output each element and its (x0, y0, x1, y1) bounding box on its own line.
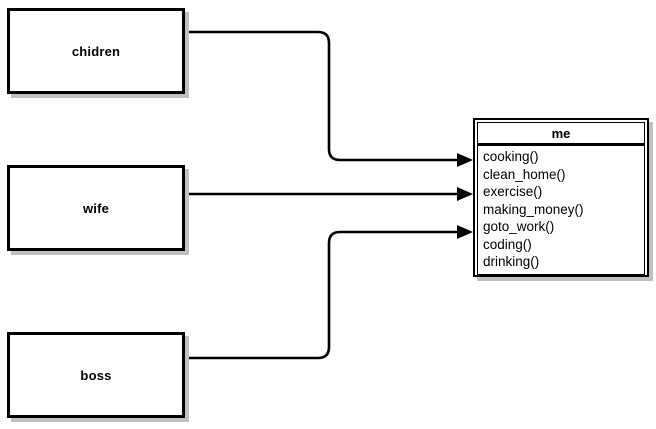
method-row[interactable]: goto_work() (483, 219, 555, 234)
method-row[interactable]: drinking() (483, 254, 540, 269)
class-name-me: me (551, 125, 571, 141)
actor-label-wife: wife (82, 200, 110, 216)
class-methods-compartment: cooking() clean_home() exercise() making… (477, 146, 645, 275)
arrowhead-chidren (457, 153, 473, 167)
method-row[interactable]: coding() (483, 236, 532, 252)
connector-boss-to-me (185, 230, 466, 360)
class-box-me[interactable]: me cooking() clean_home() exercise() mak… (473, 118, 649, 277)
class-header-me: me (477, 122, 645, 146)
actor-box-boss[interactable]: boss (7, 332, 185, 418)
method-row[interactable]: making_money() (483, 201, 584, 217)
method-row[interactable]: cooking() (483, 149, 539, 164)
actor-box-chidren[interactable]: chidren (7, 8, 185, 94)
arrowhead-wife (457, 187, 473, 201)
actor-label-chidren: chidren (71, 43, 121, 59)
method-row[interactable]: clean_home() (483, 166, 566, 182)
method-row[interactable]: exercise() (483, 184, 543, 199)
connector-chidren-to-me (185, 30, 466, 162)
actor-box-wife[interactable]: wife (7, 165, 185, 251)
arrowhead-boss (457, 225, 473, 239)
actor-label-boss: boss (80, 367, 112, 383)
